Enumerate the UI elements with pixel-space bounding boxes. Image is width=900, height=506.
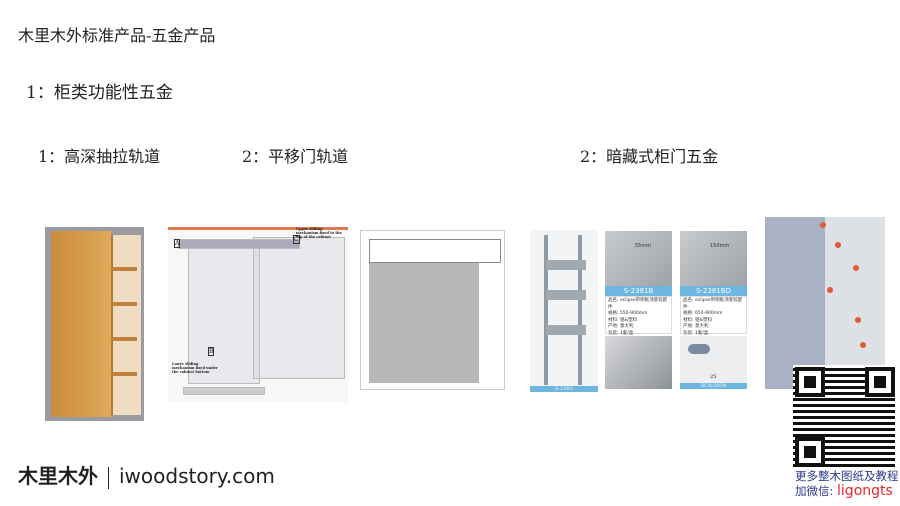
technical-drawing — [360, 230, 505, 390]
label-c: C — [293, 235, 300, 244]
logo-url: iwoodstory.com — [119, 464, 275, 488]
logo-cn: 木里木外 — [18, 464, 98, 488]
dimension-label: 150mm — [710, 243, 730, 249]
spec-line: 规格: 650-900mm — [683, 311, 723, 316]
lower-mechanism-note: Lower sliding mechanism fixed under the … — [172, 362, 218, 374]
spec-line: 材料: 铝&塑料 — [608, 317, 637, 323]
sliding-door-diagram: A C Upper sliding mechanism fixed to the… — [168, 227, 348, 402]
concealed-hinge-image: S-2381 — [530, 230, 598, 392]
pullout-cabinet-image — [45, 227, 144, 421]
section-heading: 1：柜类功能性五金 — [26, 83, 173, 103]
wechat-id: ligongts — [837, 483, 893, 499]
spec-line: 产地: 意大利 — [683, 324, 709, 329]
brand-logo: 木里木外 iwoodstory.com — [18, 460, 275, 489]
concealed-door-image — [765, 217, 885, 389]
product-code: S-2381B — [605, 286, 672, 296]
spec-line: 材料: 铝&塑料 — [683, 317, 712, 323]
subheading-drawer-rail: 1：高深抽拉轨道 — [38, 147, 161, 166]
qr-code — [793, 365, 895, 467]
product-code: S-2381BD — [680, 286, 747, 296]
subheading-concealed-hinge: 2：暗藏式柜门五金 — [580, 147, 719, 166]
label-b: B — [208, 347, 215, 356]
hinge-install-photo — [605, 336, 672, 389]
product-card: 55mm S-2381B 品名: eclipse带侧板顶底铰配件 规格: 550… — [605, 231, 672, 336]
damper-photo: 25 SCA-2834 — [680, 336, 747, 389]
page-title: 木里木外标准产品-五金产品 — [18, 26, 216, 45]
spec-line: 包装: 1套/盒 — [683, 330, 709, 336]
upper-mechanism-note: Upper sliding mechanism fixed to the top… — [296, 227, 342, 239]
product-card: 150mm S-2381BD 品名: eclipse带侧板顶底铰配件 规格: 6… — [680, 231, 747, 336]
promo-line: 更多整木图纸及教程 — [795, 469, 899, 483]
spec-line: 规格: 550-900mm — [608, 311, 648, 316]
label-a: A — [174, 239, 181, 248]
subheading-sliding-door-rail: 2：平移门轨道 — [242, 147, 349, 166]
wechat-label: 加微信: — [795, 484, 838, 498]
spec-line: 产地: 意大利 — [608, 324, 634, 329]
spec-line: 品名: eclipse带侧板顶底铰配件 — [683, 298, 743, 310]
hinge-code: S-2381 — [554, 386, 574, 392]
dimension-label: 55mm — [635, 243, 652, 249]
damper-dimension: 25 — [710, 374, 717, 380]
spec-line: 包装: 1套/盒 — [608, 330, 634, 336]
damper-code: SCA-2834 — [680, 383, 747, 389]
spec-line: 品名: eclipse带侧板顶底铰配件 — [608, 298, 668, 310]
promo-text: 更多整木图纸及教程 加微信: ligongts — [795, 469, 899, 499]
